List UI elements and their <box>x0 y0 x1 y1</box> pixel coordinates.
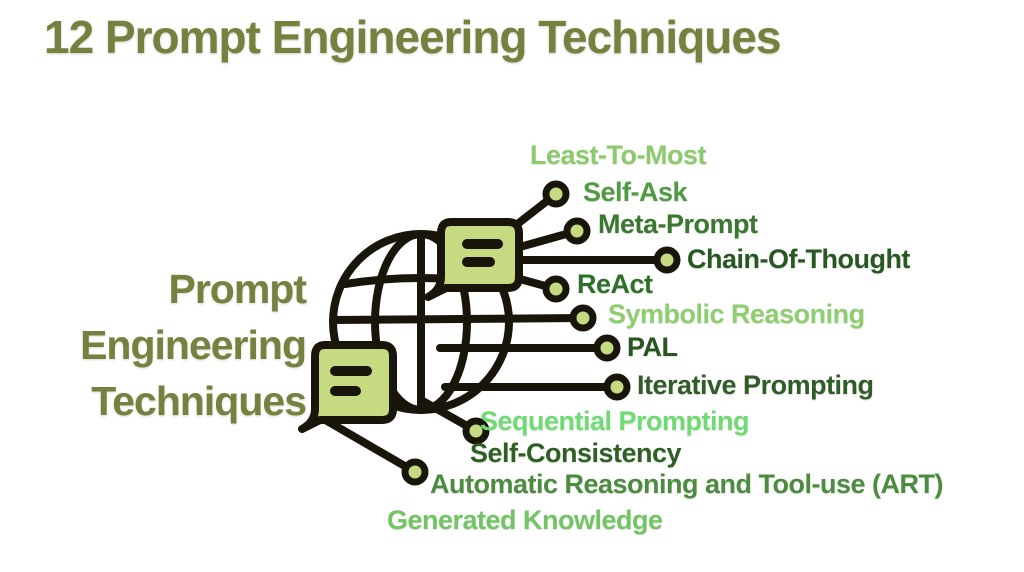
connector-nodes <box>401 180 681 486</box>
technique-label-pal: PAL <box>627 332 678 362</box>
technique-label-chain-of-thought: Chain-Of-Thought <box>687 244 910 274</box>
prompt-note-icon-top <box>424 218 523 301</box>
hub-label: Prompt Engineering Techniques <box>0 261 308 429</box>
prompt-note-icon-bottom <box>298 341 397 433</box>
technique-label-least-to-most: Least-To-Most <box>530 140 707 170</box>
technique-label-generated-knowledge: Generated Knowledge <box>387 505 663 535</box>
hub-label-line-3: Techniques <box>91 378 307 424</box>
technique-label-react: ReAct <box>577 269 653 299</box>
note-text-line <box>330 386 361 396</box>
node-meta-prompt <box>563 217 591 245</box>
node-self-ask <box>542 180 570 208</box>
technique-label-symbolic-reasoning: Symbolic Reasoning <box>608 299 865 329</box>
page-title: 12 Prompt Engineering Techniques <box>44 11 782 63</box>
note-text-line <box>462 239 503 249</box>
connector-line-art <box>318 414 419 476</box>
connector-line-symbolic-reasoning <box>329 314 587 324</box>
technique-label-self-ask: Self-Ask <box>583 177 688 207</box>
node-react <box>542 275 570 303</box>
note-text-line <box>462 257 495 267</box>
technique-label-art: Automatic Reasoning and Tool-use (ART) <box>430 469 944 499</box>
node-symbolic-reasoning <box>569 304 597 332</box>
hub-label-line-2: Engineering <box>80 322 307 368</box>
node-iterative-prompting <box>603 373 631 401</box>
node-pal <box>593 334 621 362</box>
technique-label-sequential-prompting: Sequential Prompting <box>480 406 750 436</box>
node-art <box>401 458 429 486</box>
globe-meridian-curved <box>371 230 471 414</box>
hub-label-line-1: Prompt <box>168 266 308 312</box>
node-sequential-prompting <box>462 417 490 445</box>
technique-label-iterative-prompting: Iterative Prompting <box>637 370 874 400</box>
technique-label-meta-prompt: Meta-Prompt <box>598 209 758 239</box>
note-text-line <box>330 366 372 376</box>
node-chain-of-thought <box>653 246 681 274</box>
globe-icon <box>329 230 513 414</box>
technique-label-self-consistency: Self-Consistency <box>470 438 682 468</box>
